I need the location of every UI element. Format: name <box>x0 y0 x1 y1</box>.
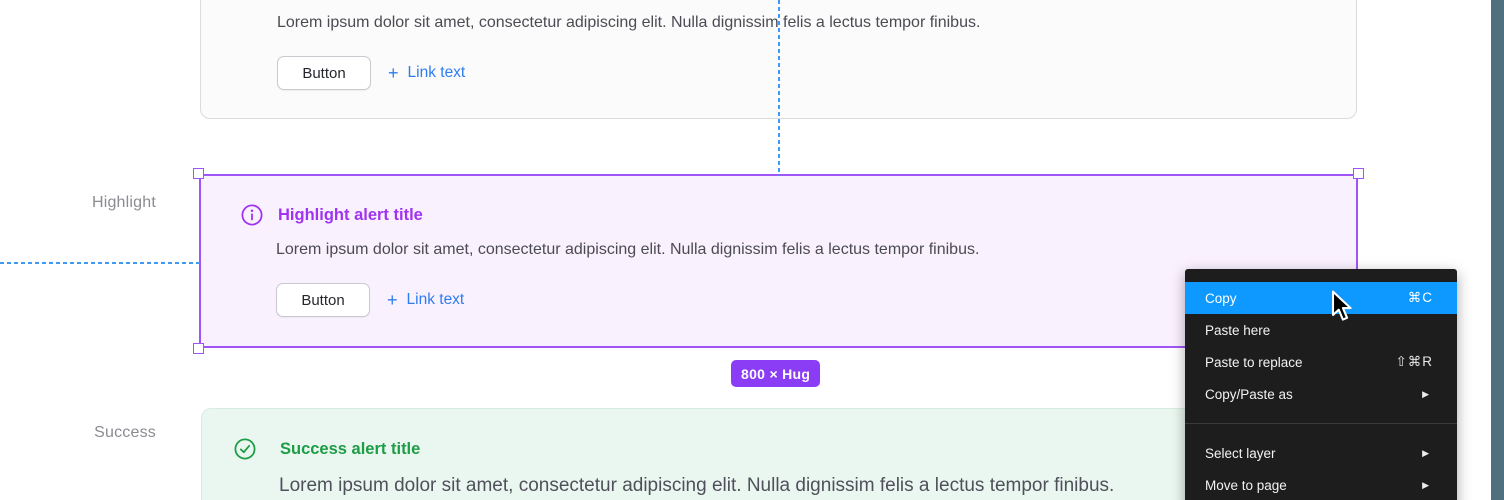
alert-card-highlight[interactable]: Highlight alert title Lorem ipsum dolor … <box>193 168 1364 354</box>
selection-handle-top-right[interactable] <box>1353 168 1364 179</box>
plus-icon: + <box>388 63 399 83</box>
menu-item-label: Select layer <box>1205 445 1276 461</box>
alert-link[interactable]: + Link text <box>387 291 464 309</box>
alert-button[interactable]: Button <box>277 56 371 90</box>
app-edge-rail <box>1491 0 1504 500</box>
alert-body-text: Lorem ipsum dolor sit amet, consectetur … <box>279 475 1115 496</box>
menu-item-label: Copy <box>1205 290 1237 306</box>
info-circle-icon <box>241 204 263 226</box>
menu-item-copy[interactable]: Copy ⌘C <box>1185 282 1457 314</box>
alert-link-label: Link text <box>406 291 465 308</box>
submenu-arrow-icon: ▶ <box>1422 447 1429 458</box>
context-menu: Copy ⌘C Paste here Paste to replace ⇧⌘R … <box>1185 269 1457 500</box>
alert-body-text: Lorem ipsum dolor sit amet, consectetur … <box>276 241 980 258</box>
menu-item-label: Copy/Paste as <box>1205 386 1293 402</box>
menu-item-select-layer[interactable]: Select layer ▶ <box>1185 437 1457 469</box>
horizontal-alignment-guide <box>0 262 201 264</box>
menu-item-label: Move to page <box>1205 477 1287 493</box>
alert-card-success[interactable]: Success alert title Lorem ipsum dolor si… <box>201 408 1358 500</box>
vertical-alignment-guide <box>778 0 780 176</box>
submenu-arrow-icon: ▶ <box>1422 479 1429 490</box>
frame-label-success[interactable]: Success <box>94 424 156 441</box>
alert-link-label: Link text <box>407 64 466 81</box>
frame-label-highlight[interactable]: Highlight <box>91 194 156 211</box>
menu-item-label: Paste to replace <box>1205 354 1303 370</box>
menu-shortcut: ⇧⌘R <box>1395 354 1433 369</box>
alert-button[interactable]: Button <box>276 283 370 317</box>
menu-item-paste-to-replace[interactable]: Paste to replace ⇧⌘R <box>1185 346 1457 378</box>
menu-item-paste-here[interactable]: Paste here <box>1185 314 1457 346</box>
check-circle-icon <box>234 438 256 460</box>
menu-shortcut: ⌘C <box>1407 290 1433 305</box>
menu-separator <box>1185 423 1457 424</box>
selection-handle-top-left[interactable] <box>193 168 204 179</box>
menu-item-label: Paste here <box>1205 322 1271 338</box>
selection-handle-bottom-left[interactable] <box>193 343 204 354</box>
plus-icon: + <box>387 290 398 310</box>
alert-link[interactable]: + Link text <box>388 64 465 82</box>
menu-item-copy-paste-as[interactable]: Copy/Paste as ▶ <box>1185 378 1457 410</box>
alert-title: Success alert title <box>280 439 421 458</box>
selection-size-badge: 800 × Hug <box>731 360 821 387</box>
alert-title: Highlight alert title <box>278 205 423 224</box>
menu-item-move-to-page[interactable]: Move to page ▶ <box>1185 469 1457 500</box>
alert-body-text: Lorem ipsum dolor sit amet, consectetur … <box>277 14 981 31</box>
submenu-arrow-icon: ▶ <box>1422 388 1429 399</box>
